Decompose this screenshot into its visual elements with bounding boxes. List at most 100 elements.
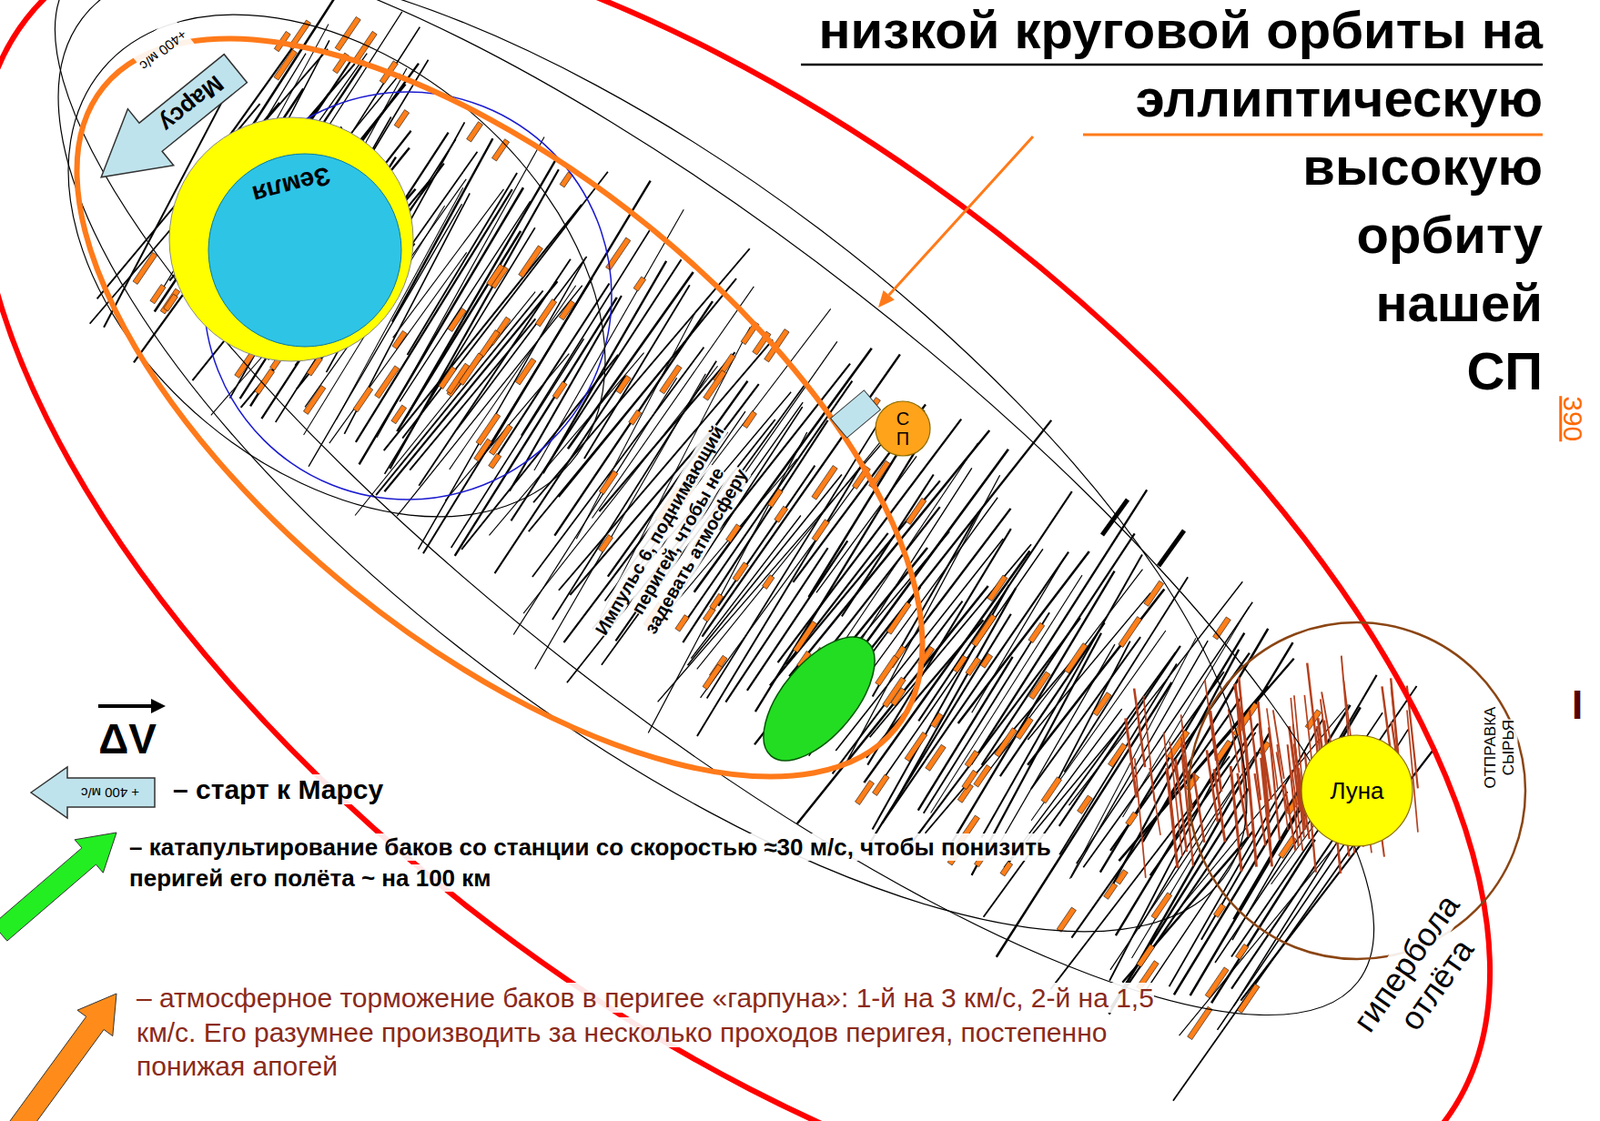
hatch-stroke — [456, 256, 588, 430]
vector-arrow-head — [151, 698, 166, 714]
tank-mark — [742, 410, 758, 428]
tank-mark — [761, 575, 774, 590]
station-orbit — [0, 0, 1044, 912]
slash-mark — [1158, 530, 1185, 567]
node-text: Луна — [1300, 734, 1414, 848]
tank-mark — [353, 386, 374, 413]
earth-body — [208, 153, 402, 347]
moon-circle: Луна — [1300, 734, 1414, 848]
callout-line — [889, 136, 1033, 295]
tank-mark — [732, 562, 749, 582]
tank-mark — [1205, 967, 1229, 999]
legend-arrow: + 400 м/с — [30, 767, 155, 819]
tank-mark — [767, 488, 783, 508]
hatch-stroke — [1257, 701, 1269, 818]
braking-arrow — [9, 993, 117, 1121]
tank-mark — [254, 368, 275, 395]
hatch-stroke — [1231, 686, 1418, 957]
hatch-stroke — [981, 569, 1143, 781]
tank-mark — [491, 139, 509, 162]
hatch-stroke — [409, 318, 536, 470]
hatch-stroke — [983, 651, 1176, 917]
tank-mark — [1029, 671, 1052, 700]
tank-mark — [774, 506, 789, 523]
hatch-stroke — [918, 657, 1013, 811]
label-text: Импульс 6, поднимающий перигей, чтобы не… — [591, 422, 752, 638]
tank-mark — [952, 655, 968, 673]
tank-mark — [273, 50, 297, 82]
hatch-stroke — [789, 430, 990, 677]
tank-mark — [1015, 717, 1033, 740]
hatch-stroke — [1031, 637, 1141, 790]
earth-circle-shape — [168, 116, 415, 363]
label-text: гипербола отлёта — [1345, 887, 1481, 1039]
tank-mark — [792, 620, 817, 653]
delta-v-symbol: ΔV — [72, 715, 183, 764]
tank-mark — [1093, 692, 1112, 717]
tank-mark — [515, 358, 537, 385]
hatch-stroke — [1179, 846, 1336, 1036]
hatch-stroke — [1164, 732, 1175, 833]
tank-blob — [743, 617, 896, 780]
node-label: + 400 м/с — [81, 785, 140, 801]
legend-entry: – катапультирование баков со станции со … — [129, 832, 1140, 895]
tank-mark — [1118, 617, 1143, 649]
tank-mark — [628, 409, 642, 426]
hatch-stroke — [1149, 768, 1161, 836]
tank-mark — [1108, 743, 1128, 768]
hatch-stroke — [1276, 744, 1288, 831]
tank-mark — [962, 769, 978, 790]
hatch-stroke — [563, 384, 759, 643]
earth-circle: Земля — [168, 116, 415, 363]
section-mark: I — [1561, 682, 1593, 730]
hatch-stroke — [1273, 709, 1285, 780]
station-module — [830, 390, 882, 438]
tank-mark — [726, 524, 742, 543]
hatch-stroke — [1069, 581, 1244, 806]
hatch-stroke — [1306, 663, 1318, 758]
tank-mark — [598, 470, 618, 495]
tank-mark — [1041, 777, 1062, 804]
legend-text: – атмосферное торможение баков в перигее… — [136, 982, 1155, 1082]
tank-mark — [882, 677, 906, 708]
label-text: I — [1571, 682, 1583, 728]
transfer-ellipse — [0, 0, 1503, 1121]
hatch-stroke — [423, 278, 593, 554]
tank-mark — [972, 614, 997, 648]
hatch-stroke — [451, 338, 585, 548]
hatch-stroke — [1134, 688, 1145, 768]
tank-mark — [458, 353, 484, 385]
hatch-stroke — [1166, 768, 1178, 869]
hatch-stroke — [1134, 758, 1146, 879]
tank-mark — [1213, 617, 1232, 640]
label-text: 390 — [1558, 395, 1589, 442]
hatch-stroke — [521, 230, 650, 436]
tank-mark — [994, 728, 1018, 758]
tank-mark — [392, 330, 407, 349]
hatch-stroke — [1115, 642, 1294, 936]
arrow-outline — [30, 767, 155, 819]
tank-mark — [633, 276, 647, 292]
tank-mark — [703, 370, 727, 401]
page-number: 390 — [1557, 382, 1590, 456]
wrap-spacer — [759, 131, 1216, 201]
tank-mark — [374, 365, 400, 399]
tank-mark — [964, 750, 980, 769]
tank-mark — [475, 413, 501, 446]
tank-mark — [1235, 943, 1248, 960]
tank-mark — [1056, 907, 1076, 932]
hatch-stroke — [718, 364, 851, 531]
wrap-spacer — [759, 63, 997, 132]
label-text: ОТПРАВКА СЫРЬЯ — [1481, 707, 1518, 790]
hatch-stroke — [1249, 709, 1261, 800]
vector-arrow — [98, 704, 155, 709]
hatch-stroke — [491, 283, 609, 466]
tank-mark — [965, 657, 982, 676]
tank-mark — [855, 780, 875, 806]
tank-mark — [354, 30, 377, 61]
tank-mark — [1077, 795, 1094, 814]
hatch-stroke — [1059, 664, 1177, 856]
tank-mark — [303, 384, 325, 415]
hatch-stroke — [1205, 679, 1216, 761]
tank-mark — [1064, 643, 1088, 674]
